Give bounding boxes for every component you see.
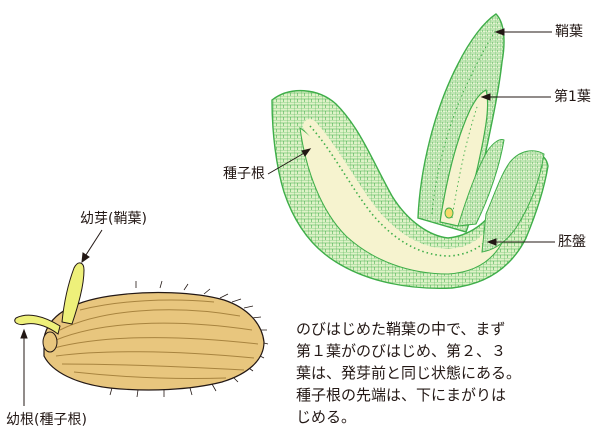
caption-line: のびはじめた鞘葉の中で、まず (296, 318, 596, 340)
rice-seed (15, 263, 268, 397)
radicle-label: 種子根 (223, 166, 265, 182)
caption-line: 種子根の先端は、下にまがりは (296, 384, 596, 406)
scutellum-label: 胚盤 (558, 234, 586, 250)
caption-text: のびはじめた鞘葉の中で、まず 第１葉がのびはじめ、第２、３ 葉は、発芽前と同じ状… (296, 318, 596, 428)
radicle-sprout (15, 315, 60, 334)
caption-line: じめる。 (296, 406, 596, 428)
first-leaf-label: 第1葉 (554, 89, 591, 105)
caption-line: 葉は、発芽前と同じ状態にある。 (296, 362, 596, 384)
seminal-root-label: 幼根(種子根) (6, 412, 87, 428)
embryo-section (272, 14, 548, 288)
caption-line: 第１葉がのびはじめ、第２、３ (296, 340, 596, 362)
growing-point (445, 208, 453, 218)
coleoptile-label: 鞘葉 (555, 24, 583, 40)
plumule-label: 幼芽(鞘葉) (80, 211, 147, 227)
